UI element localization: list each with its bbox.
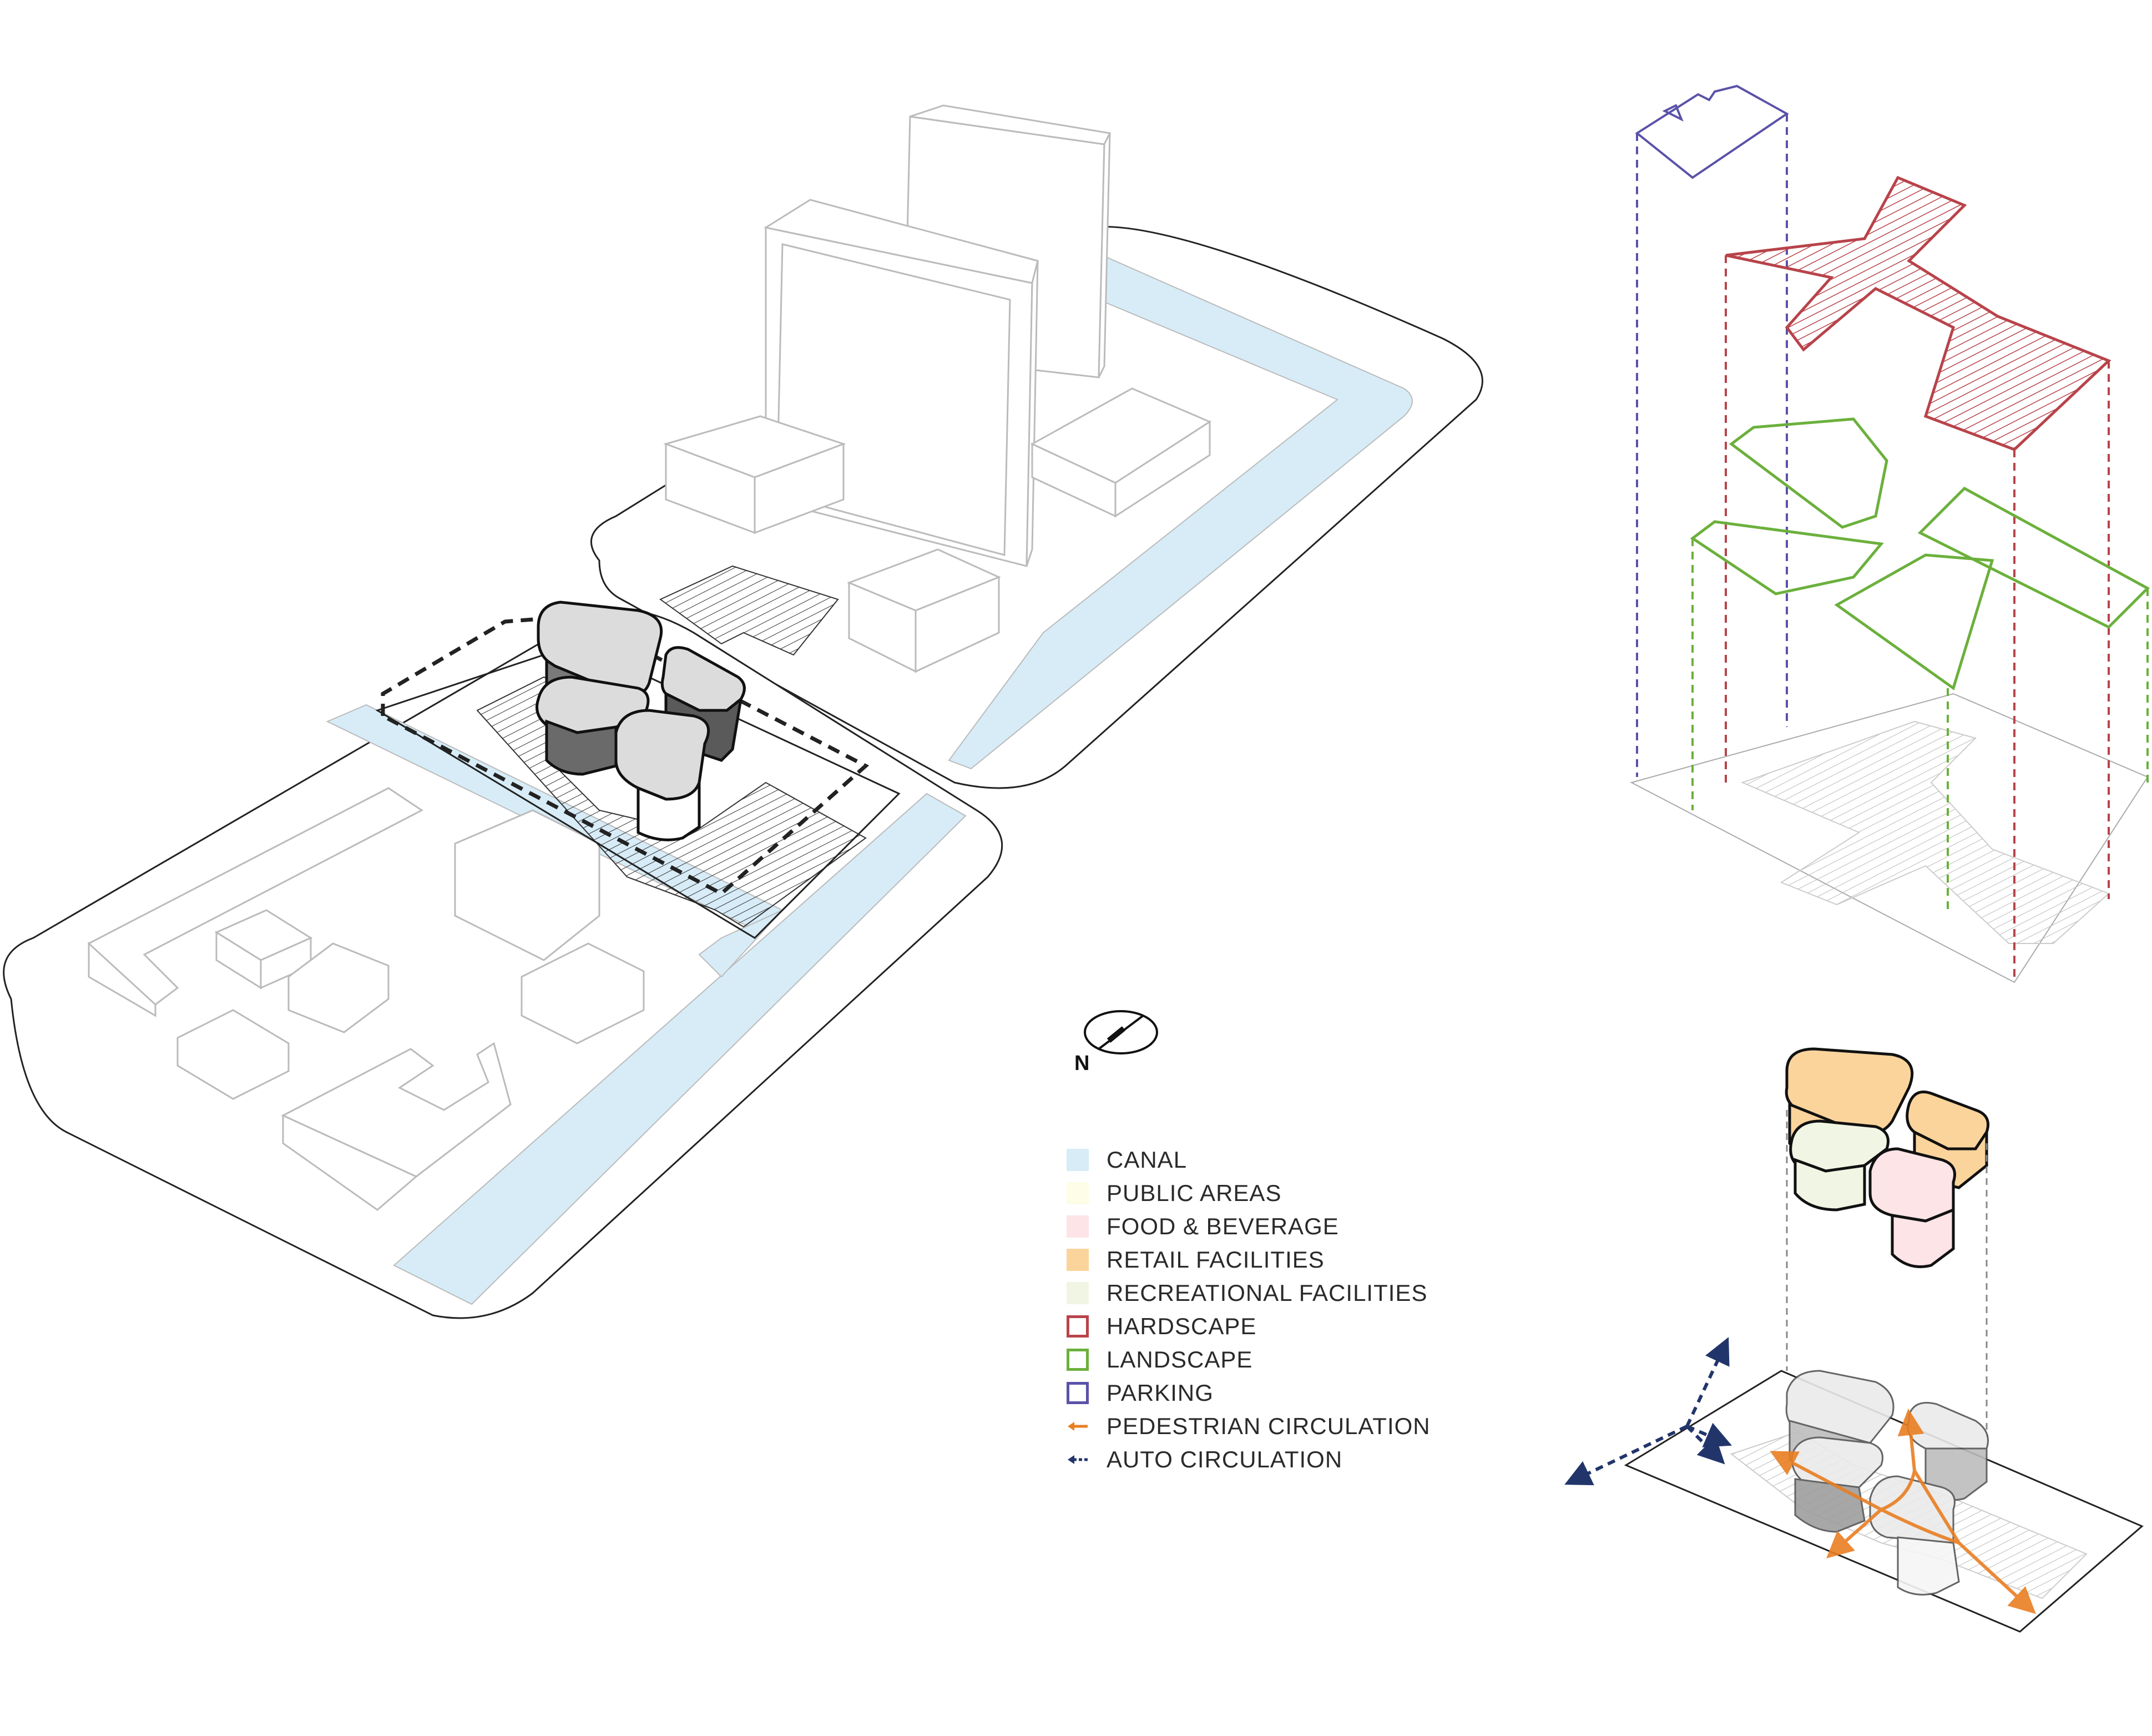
hardscape-layer — [1725, 175, 2111, 982]
landscape-swatch — [1067, 1349, 1089, 1371]
program-recreational — [1789, 1119, 1890, 1212]
legend-item-public-areas: PUBLIC AREAS — [1067, 1177, 1488, 1210]
pedestrian-circulation — [1770, 1409, 2036, 1614]
site-boundary-dashed — [381, 614, 870, 896]
legend-label: PARKING — [1107, 1380, 1214, 1406]
legend-item-food-beverage: FOOD & BEVERAGE — [1067, 1210, 1488, 1243]
recreational-swatch — [1067, 1282, 1089, 1304]
legend-item-hardscape: HARDSCAPE — [1067, 1310, 1488, 1343]
parking-swatch — [1067, 1382, 1089, 1404]
lower-canal-diagonal — [393, 793, 967, 1305]
lower-canal-join — [698, 910, 783, 978]
legend-item-canal: CANAL — [1067, 1143, 1488, 1177]
legend-label: PUBLIC AREAS — [1107, 1180, 1282, 1206]
upper-canal — [948, 251, 1413, 770]
site-parcel — [375, 643, 901, 939]
dashed-arrow-icon — [1068, 1455, 1088, 1464]
lower-block-ground — [3, 609, 1003, 1319]
north-arrow — [1084, 1010, 1158, 1054]
legend-label: RETAIL FACILITIES — [1107, 1247, 1325, 1273]
podium-blocks — [663, 387, 1212, 673]
parking-layer — [1635, 84, 1789, 777]
upper-plaza-hatch — [659, 565, 839, 656]
legend: CANAL PUBLIC AREAS FOOD & BEVERAGE RETAI… — [1067, 1143, 1488, 1476]
legend-label: FOOD & BEVERAGE — [1107, 1213, 1339, 1239]
pavilion-east — [614, 709, 710, 841]
legend-label: HARDSCAPE — [1107, 1313, 1257, 1339]
legend-label: PEDESTRIAN CIRCULATION — [1107, 1413, 1431, 1439]
orange-arrow-icon — [1068, 1422, 1088, 1431]
legend-item-retail: RETAIL FACILITIES — [1067, 1243, 1488, 1276]
program-projection-lines — [1786, 1110, 1988, 1437]
legend-item-pedestrian: PEDESTRIAN CIRCULATION — [1067, 1410, 1488, 1443]
public-areas-swatch — [1067, 1182, 1089, 1204]
program-food-beverage — [1868, 1147, 1956, 1268]
legend-item-landscape: LANDSCAPE — [1067, 1343, 1488, 1376]
hardscape-swatch — [1067, 1315, 1089, 1338]
north-label: N — [1074, 1052, 1090, 1075]
exploded-layers — [1630, 84, 2150, 983]
legend-item-recreational: RECREATIONAL FACILITIES — [1067, 1276, 1488, 1310]
legend-label: RECREATIONAL FACILITIES — [1107, 1280, 1428, 1306]
legend-label: LANDSCAPE — [1107, 1346, 1253, 1372]
food-beverage-swatch — [1067, 1215, 1089, 1238]
legend-label: CANAL — [1107, 1147, 1188, 1173]
legend-label: AUTO CIRCULATION — [1107, 1446, 1343, 1472]
context-buildings — [88, 787, 645, 1211]
auto-circulation — [1564, 1337, 1732, 1486]
legend-item-auto: AUTO CIRCULATION — [1067, 1443, 1488, 1476]
site-plan — [3, 104, 1483, 1319]
landscape-layer — [1690, 417, 2150, 910]
retail-swatch — [1067, 1249, 1089, 1271]
pavilion-south — [536, 675, 650, 776]
legend-item-parking: PARKING — [1067, 1376, 1488, 1410]
layers-base-hatch — [1741, 720, 2110, 944]
program-diagram — [1564, 1047, 2144, 1633]
canal-swatch — [1067, 1149, 1089, 1171]
